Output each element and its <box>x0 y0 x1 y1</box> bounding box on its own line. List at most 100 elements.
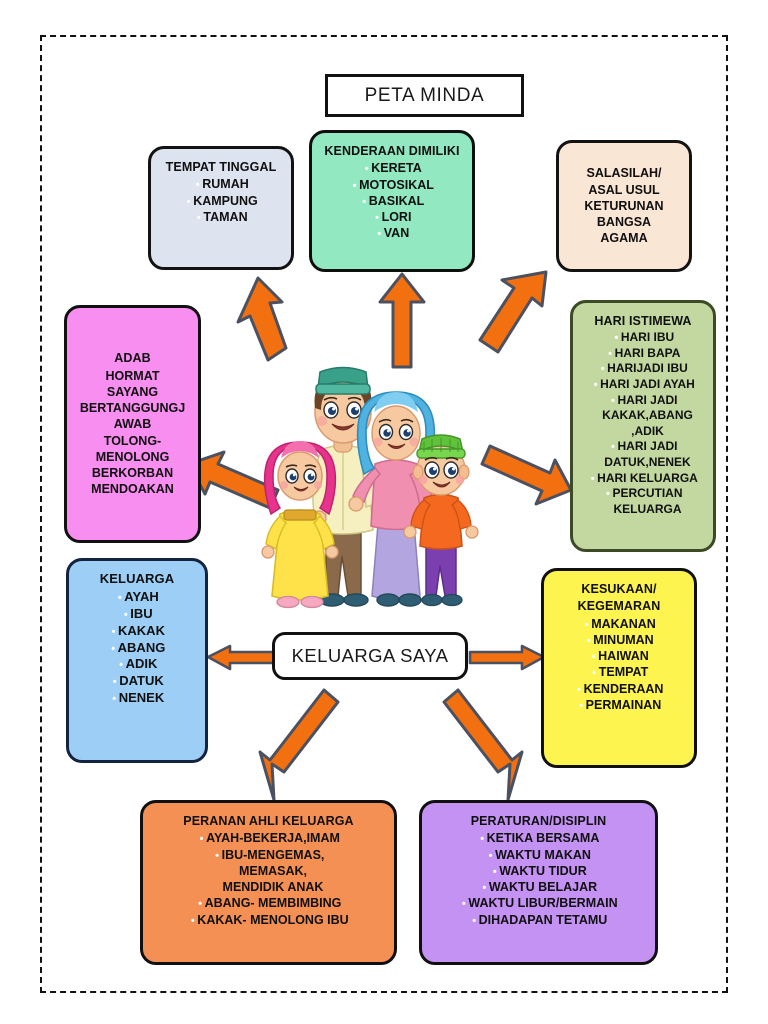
list-item-label: NENEK <box>118 690 165 706</box>
list-item: MENDIDIK ANAK <box>149 879 388 895</box>
list-item: •VAN <box>318 225 466 241</box>
node-line: HORMAT <box>105 368 160 383</box>
list-item: •HARIJADI IBU <box>579 361 707 377</box>
list-item-label: IBU-MENGEMAS, <box>221 847 325 862</box>
bullet-icon: • <box>592 667 597 680</box>
list-item: •IBU-MENGEMAS, <box>149 847 388 863</box>
node-keluarga[interactable]: KELUARGA •AYAH •IBU •KAKAK •ABANG •ADIK … <box>66 558 208 763</box>
list-item: •PERCUTIAN <box>579 486 707 502</box>
list-item: •TEMPAT <box>550 664 688 680</box>
list-item-label: HARI JADI <box>617 439 678 454</box>
node-line: AGAMA <box>600 231 648 246</box>
list-item: •MINUMAN <box>550 632 688 648</box>
node-line: TOLONG- <box>103 433 162 448</box>
list-item: •HARI JADI <box>579 393 707 409</box>
list-item-label: MINUMAN <box>593 632 654 647</box>
list-item: •WAKTU MAKAN <box>428 847 649 863</box>
bullet-icon: • <box>600 363 605 376</box>
list-item-label: WAKTU LIBUR/BERMAIN <box>468 896 618 911</box>
node-heading: KELUARGA <box>99 571 175 586</box>
node-item-list: •AYAH •IBU •KAKAK •ABANG •ADIK •DATUK •N… <box>75 589 199 707</box>
list-item: •WAKTU LIBUR/BERMAIN <box>428 895 649 911</box>
list-item: •AYAH <box>75 589 199 606</box>
list-item: •WAKTU BELAJAR <box>428 879 649 895</box>
bullet-icon: • <box>482 882 487 894</box>
node-hari-istimewa[interactable]: HARI ISTIMEWA •HARI IBU •HARI BAPA •HARI… <box>570 300 716 552</box>
node-peraturan-disiplin[interactable]: PERATURAN/DISIPLIN •KETIKA BERSAMA •WAKT… <box>419 800 658 965</box>
node-line: BERTANGGUNGJ <box>79 401 186 416</box>
bullet-icon: • <box>112 693 117 706</box>
bullet-icon: • <box>190 914 195 927</box>
list-item: •KENDERAAN <box>550 681 688 697</box>
list-item-label: HARI IBU <box>620 330 675 345</box>
list-item-label: ABANG- MEMBIMBING <box>204 896 342 911</box>
node-item-list: •MAKANAN •MINUMAN •HAIWAN •TEMPAT •KENDE… <box>550 616 688 714</box>
list-item-label: VAN <box>383 226 410 241</box>
node-line: AWAB <box>113 417 152 432</box>
list-item-label: AYAH <box>124 588 159 604</box>
list-item-label: IBU <box>130 605 153 621</box>
list-item-label: KAKAK- MENOLONG IBU <box>197 912 349 927</box>
bullet-icon: • <box>614 332 619 345</box>
list-item-label: BASIKAL <box>368 193 425 208</box>
node-heading: ADAB <box>114 351 151 366</box>
list-item: ,ADIK <box>579 424 707 440</box>
bullet-icon: • <box>195 179 200 192</box>
list-item-label: MEMASAK, <box>238 863 308 878</box>
node-salasilah-asal-usul[interactable]: SALASILAH/ ASAL USUL KETURUNAN BANGSA AG… <box>556 140 692 272</box>
node-tempat-tinggal[interactable]: TEMPAT TINGGAL •RUMAH •KAMPUNG •TAMAN <box>148 146 294 270</box>
list-item: KELUARGA <box>579 502 707 518</box>
list-item-label: ADIK <box>125 656 158 672</box>
bullet-icon: • <box>488 849 493 862</box>
bullet-icon: • <box>606 488 610 501</box>
node-item-list: •RUMAH •KAMPUNG •TAMAN <box>157 176 285 225</box>
node-line: MENOLONG <box>95 449 170 464</box>
node-kenderaan-dimiliki[interactable]: KENDERAAN DIMILIKI •KERETA •MOTOSIKAL •B… <box>309 130 475 272</box>
list-item-label: MAKANAN <box>591 616 656 631</box>
bullet-icon: • <box>362 195 367 208</box>
list-item-label: HARIJADI IBU <box>607 361 688 376</box>
list-item: •PERMAINAN <box>550 697 688 713</box>
list-item: •KAKAK <box>75 623 199 640</box>
list-item-label: AYAH-BEKERJA,IMAM <box>206 831 340 846</box>
bullet-icon: • <box>375 212 379 224</box>
bullet-icon: • <box>472 914 477 927</box>
list-item: •HARI JADI AYAH <box>579 377 707 393</box>
node-adab[interactable]: ADAB HORMAT SAYANG BERTANGGUNGJ AWAB TOL… <box>64 305 201 543</box>
list-item-label: WAKTU MAKAN <box>495 847 591 862</box>
list-item-label: HARI KELUARGA <box>597 470 698 485</box>
node-heading: PERANAN AHLI KELUARGA <box>183 814 354 828</box>
list-item-label: LORI <box>381 210 412 224</box>
arrow-to-salasilah <box>470 268 552 364</box>
bullet-icon: • <box>117 591 122 604</box>
bullet-icon: • <box>593 379 598 392</box>
center-topic-text: KELUARGA SAYA <box>291 645 449 666</box>
list-item-label: KAKAK <box>118 622 165 638</box>
list-item: •BASIKAL <box>318 193 466 209</box>
list-item: •NENEK <box>75 690 199 707</box>
node-line: ASAL USUL <box>588 182 660 197</box>
list-item: •HARI BAPA <box>579 346 707 362</box>
arrow-to-kesukaan <box>468 644 546 671</box>
list-item: •AYAH-BEKERJA,IMAM <box>149 830 388 846</box>
list-item-label: KETIKA BERSAMA <box>486 831 600 846</box>
node-peranan-ahli-keluarga[interactable]: PERANAN AHLI KELUARGA •AYAH-BEKERJA,IMAM… <box>140 800 397 965</box>
list-item: •TAMAN <box>157 209 285 225</box>
list-item: •KAMPUNG <box>157 193 285 209</box>
list-item-label: HARI JADI <box>617 392 678 407</box>
bullet-icon: • <box>352 179 357 192</box>
node-item-list: •HARI IBU •HARI BAPA •HARIJADI IBU •HARI… <box>579 330 707 517</box>
page-dashed-frame <box>40 35 728 993</box>
list-item-label: DIHADAPAN TETAMU <box>478 912 608 927</box>
arrow-to-peranan <box>258 688 344 804</box>
list-item: •IBU <box>75 606 199 623</box>
list-item: •LORI <box>318 209 466 225</box>
list-item-label: KAKAK,ABANG <box>602 408 693 423</box>
node-kesukaan-kegemaran[interactable]: KESUKAAN/ KEGEMARAN •MAKANAN •MINUMAN •H… <box>541 568 697 768</box>
family-illustration: .ln { stroke:#3a2a1c; stroke-width:1.6; … <box>258 358 486 616</box>
bullet-icon: • <box>377 228 382 241</box>
list-item: •MOTOSIKAL <box>318 177 466 193</box>
bullet-icon: • <box>584 618 589 631</box>
bullet-icon: • <box>123 608 128 621</box>
node-line: BERKORBAN <box>91 466 174 481</box>
